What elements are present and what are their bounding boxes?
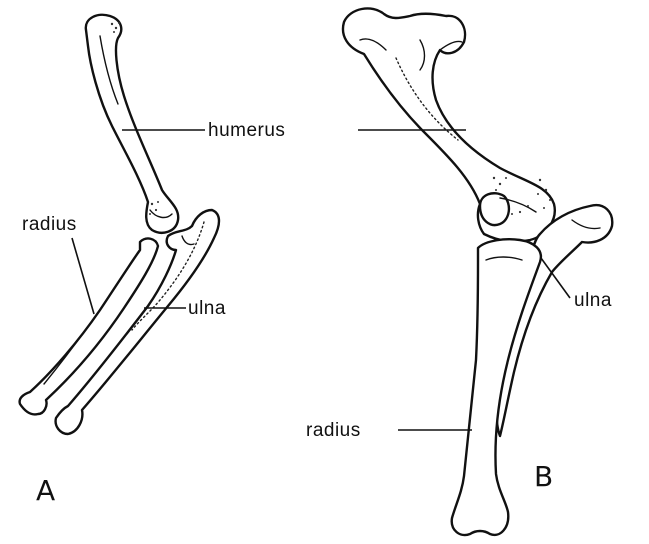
radius-leader-line-a	[72, 238, 94, 314]
ulna-label-a: ulna	[188, 298, 226, 319]
panel-b-label: B	[534, 460, 553, 493]
humerus-label: humerus	[208, 120, 285, 141]
panel-b-skeleton	[343, 8, 612, 535]
radius-label-a: radius	[22, 214, 77, 235]
radius-label-b: radius	[306, 420, 361, 441]
humerus-b-bone	[343, 8, 555, 241]
humerus-a-bone	[86, 15, 178, 233]
ulna-label-b: ulna	[574, 290, 612, 311]
ulna-a-bone	[56, 210, 219, 434]
panel-a-label: A	[36, 474, 55, 507]
radius-b-bone	[452, 239, 541, 535]
